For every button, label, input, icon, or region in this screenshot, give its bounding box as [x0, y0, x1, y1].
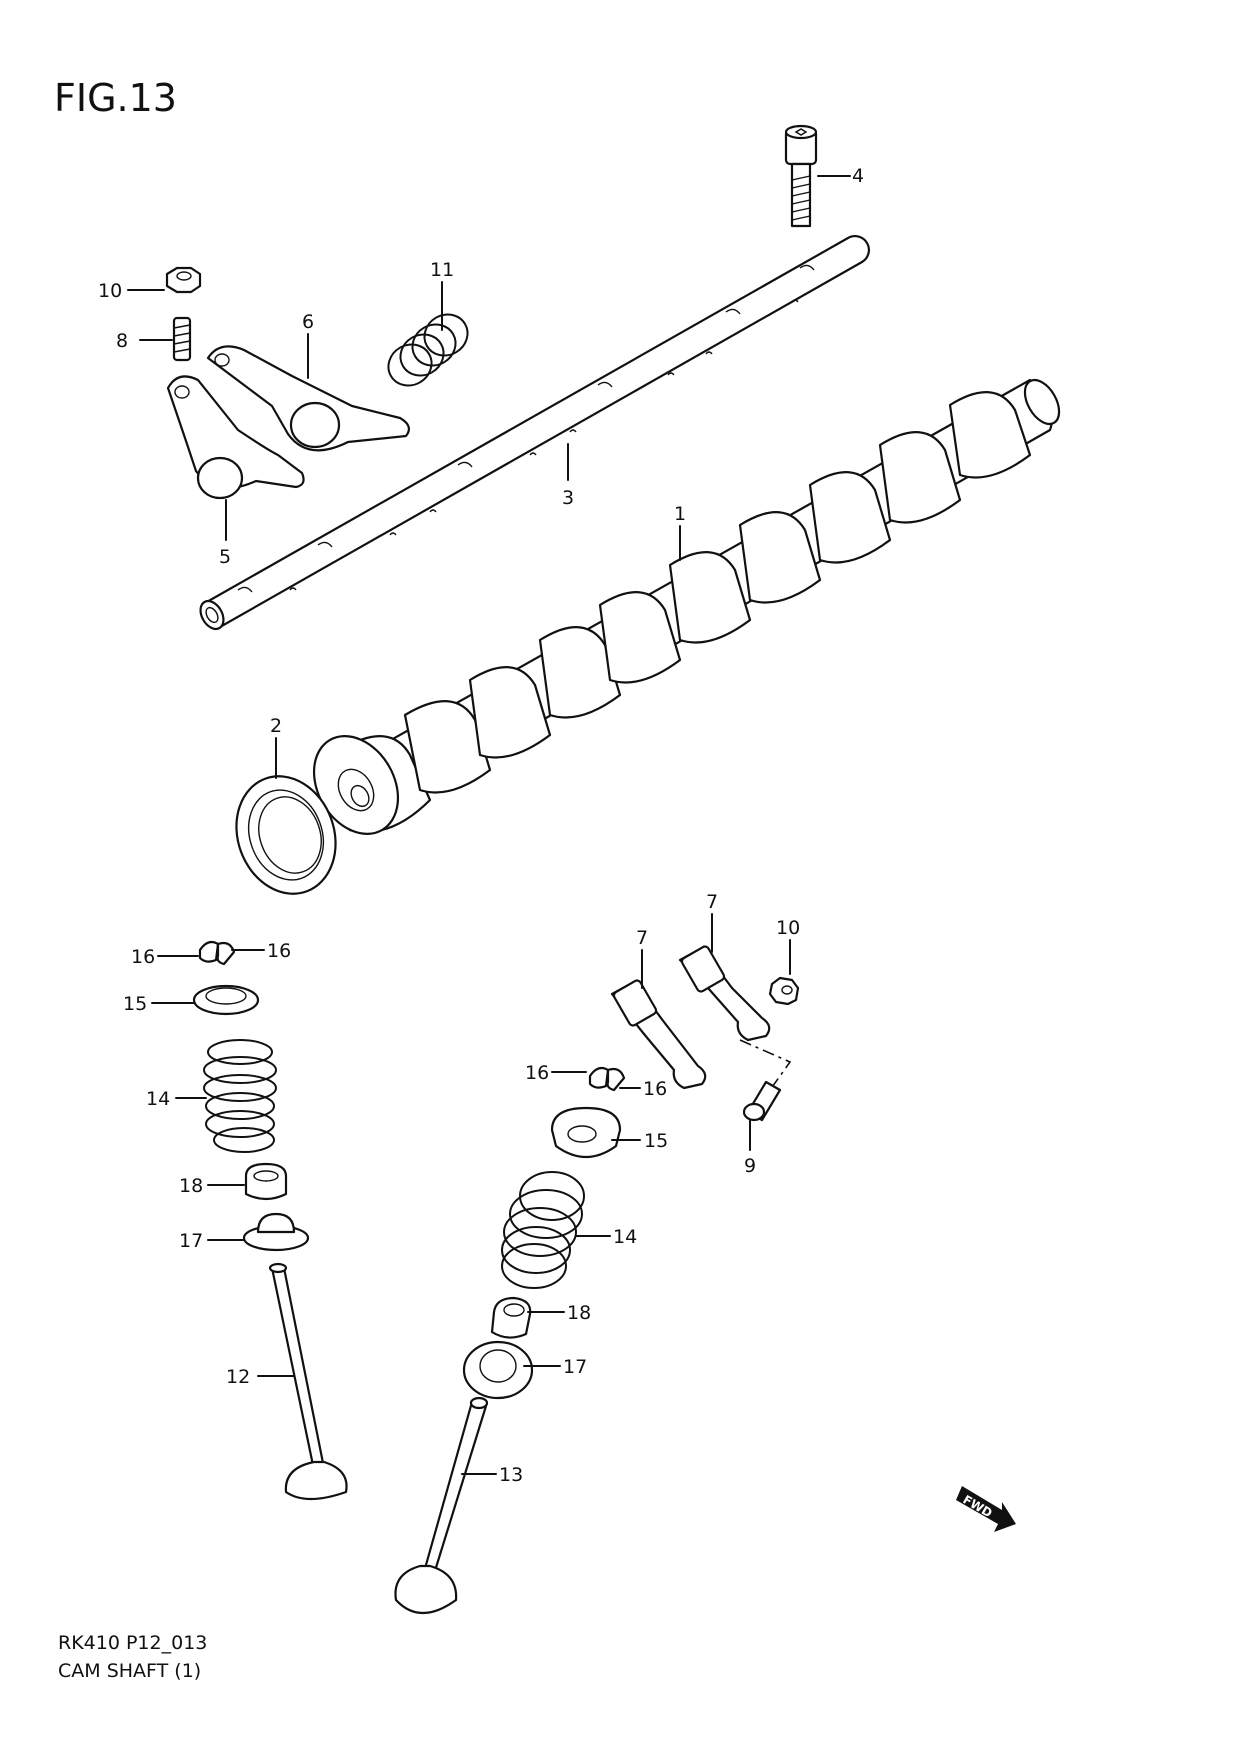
- label-part-16-right: 16: [267, 940, 291, 962]
- adjust-screw-top: [172, 316, 192, 362]
- stem-seal-right: [490, 1296, 532, 1339]
- retainer-left: [192, 984, 260, 1016]
- rocker-spring: [387, 313, 469, 387]
- rocker-pad-left: [610, 979, 707, 1090]
- bolt: [784, 124, 818, 228]
- label-part-1: 1: [674, 503, 686, 525]
- label-part-12: 12: [226, 1366, 250, 1388]
- assembly-centerline: [739, 1039, 792, 1091]
- exhaust-valve: [394, 1396, 489, 1614]
- label-part-7-right: 7: [706, 891, 718, 913]
- label-part-17-right: 17: [563, 1356, 587, 1378]
- rocker-shaft: [199, 235, 870, 631]
- label-part-16-lower-left: 16: [525, 1062, 549, 1084]
- cotter-right: [588, 1066, 626, 1092]
- label-part-16-lower-right: 16: [643, 1078, 667, 1100]
- label-part-14-left: 14: [146, 1088, 170, 1110]
- label-part-16-left: 16: [131, 946, 155, 968]
- label-part-17-left: 17: [179, 1230, 203, 1252]
- cotter-left: [198, 940, 236, 966]
- label-part-3: 3: [562, 487, 574, 509]
- forward-direction-arrow: FWD: [956, 1486, 1016, 1532]
- rocker-arm-5: [166, 375, 305, 500]
- part-labels: 1 2 3 4 5 6 7 7 8 9 10 10 11 12 13 14 14…: [98, 165, 864, 1486]
- label-part-7-left: 7: [636, 927, 648, 949]
- spring-seat-left: [242, 1212, 310, 1252]
- valve-spring-left: [203, 1039, 277, 1153]
- retainer-right: [550, 1106, 622, 1158]
- figure-code: RK410 P12_013: [58, 1632, 208, 1654]
- oil-seal: [235, 775, 337, 895]
- rocker-arm-6: [206, 345, 410, 452]
- nut-right: [768, 976, 800, 1006]
- camshaft: [312, 378, 1061, 835]
- label-part-5: 5: [219, 546, 231, 568]
- label-part-10-right: 10: [776, 917, 800, 939]
- label-part-9: 9: [744, 1155, 756, 1177]
- label-part-10-top: 10: [98, 280, 122, 302]
- figure-name: CAM SHAFT (1): [58, 1660, 202, 1682]
- rocker-pad-right: [678, 945, 771, 1042]
- label-part-14-right: 14: [613, 1226, 637, 1248]
- label-part-4: 4: [852, 165, 864, 187]
- label-part-13: 13: [499, 1464, 523, 1486]
- label-part-11: 11: [430, 259, 454, 281]
- adjust-screw-right: [742, 1080, 782, 1122]
- figure-title: FIG.13: [54, 76, 177, 120]
- nut-top: [165, 266, 202, 294]
- leader-lines: [127, 175, 851, 1475]
- intake-valve: [268, 1262, 348, 1501]
- stem-seal-left: [244, 1162, 288, 1201]
- label-part-15-left: 15: [123, 993, 147, 1015]
- spring-seat-right: [462, 1340, 534, 1400]
- label-part-6: 6: [302, 311, 314, 333]
- label-part-2: 2: [270, 715, 282, 737]
- label-part-15-right: 15: [644, 1130, 668, 1152]
- label-part-8: 8: [116, 330, 128, 352]
- label-part-18-left: 18: [179, 1175, 203, 1197]
- label-part-18-right: 18: [567, 1302, 591, 1324]
- valve-spring-right: [501, 1171, 585, 1289]
